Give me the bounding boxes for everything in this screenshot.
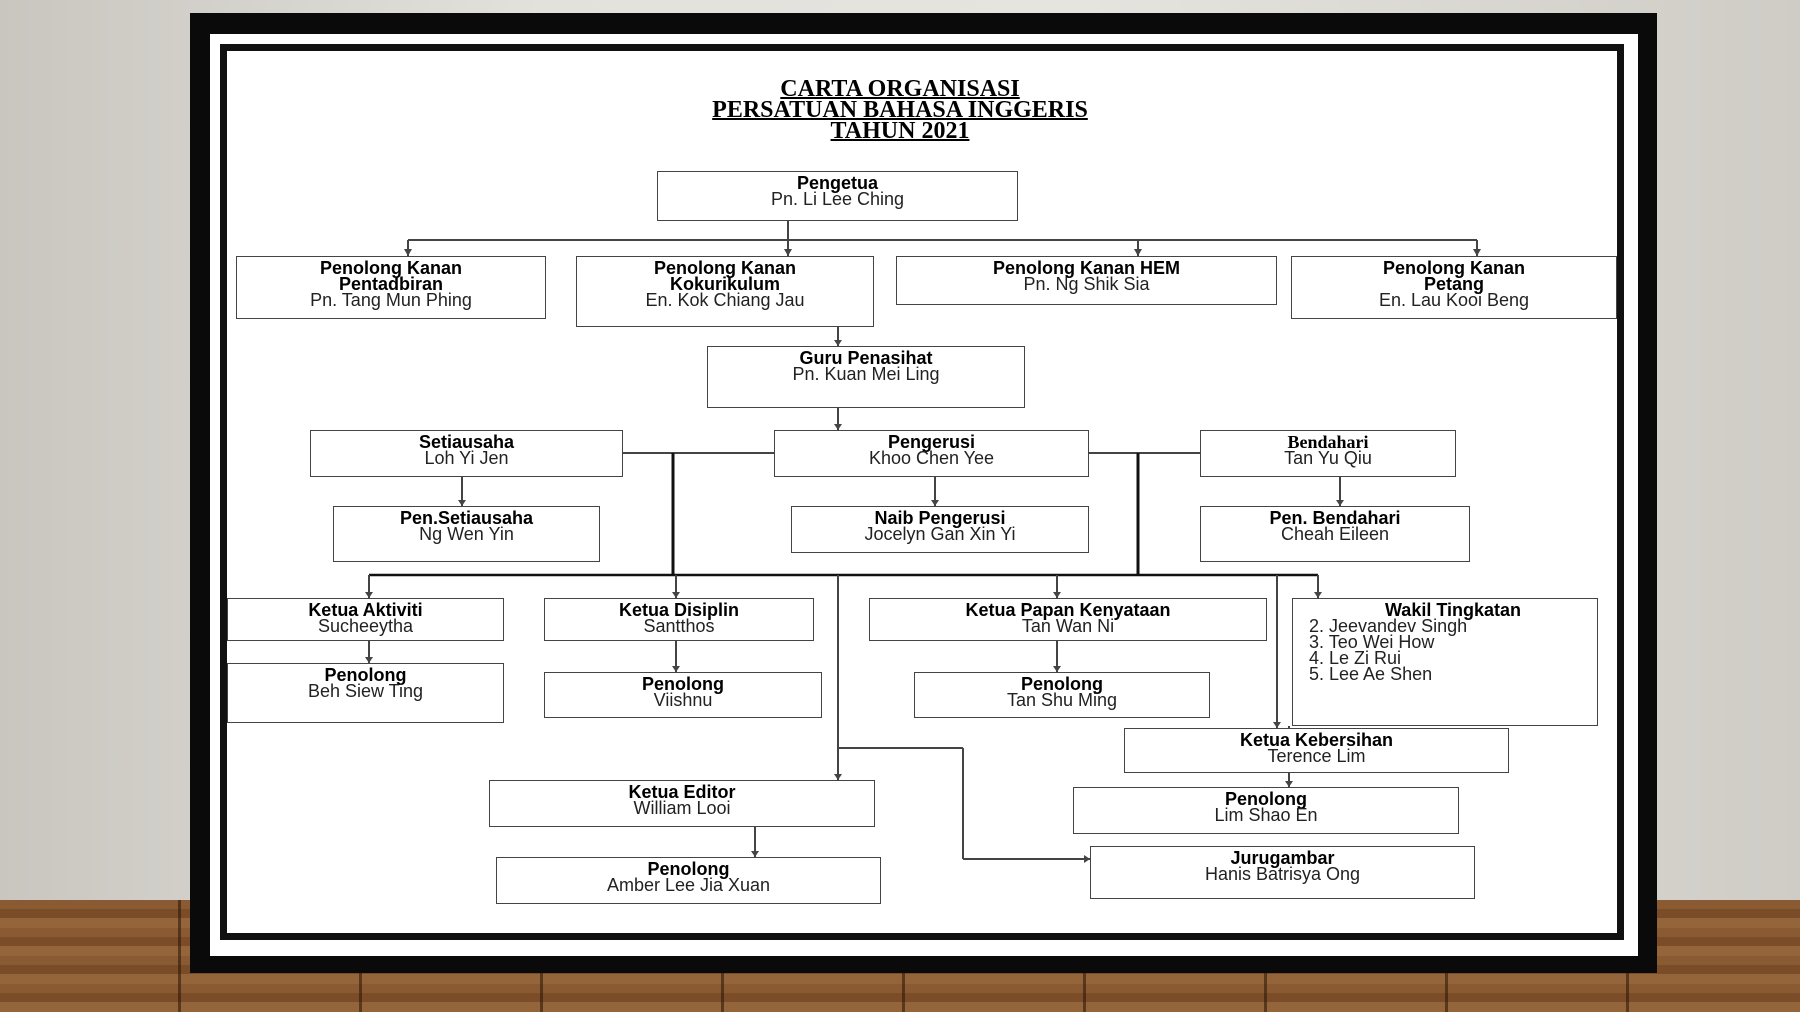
person-name: Pn. Kuan Mei Ling <box>792 364 940 384</box>
person-name: Jocelyn Gan Xin Yi <box>864 524 1016 544</box>
person-name: Khoo Chen Yee <box>868 448 995 468</box>
role-label: Jurugambar <box>1230 848 1335 868</box>
node-pk-petang: Penolong Kanan Petang En. Lau Kooi Beng <box>1291 256 1617 319</box>
member-item: 3. Teo Wei How <box>1309 632 1435 652</box>
person-name: Pn. Tang Mun Phing <box>310 290 472 310</box>
title-line-3: TAHUN 2021 <box>830 118 970 144</box>
node-ketua-aktiviti: Ketua Aktiviti Sucheeytha <box>227 598 504 641</box>
node-pk-kokurikulum: Penolong Kanan Kokurikulum En. Kok Chian… <box>576 256 874 327</box>
node-wakil-tingkatan: Wakil Tingkatan 2. Jeevandev Singh 3. Te… <box>1292 598 1598 726</box>
node-jurugambar: Jurugambar Hanis Batrisya Ong <box>1090 846 1475 899</box>
role-label: Pengetua <box>796 173 879 193</box>
role-label: Penolong Kanan <box>653 258 796 278</box>
role-label: Penolong Kanan <box>319 258 462 278</box>
node-penolong-editor: Penolong Amber Lee Jia Xuan <box>496 857 881 904</box>
role-label: Pengerusi <box>887 432 976 452</box>
person-name: Tan Wan Ni <box>1021 616 1115 636</box>
role-label: Penolong Kanan <box>1382 258 1525 278</box>
person-name: Ng Wen Yin <box>419 524 514 544</box>
role-label: Naib Pengerusi <box>874 508 1006 528</box>
title-line-2: PERSATUAN BAHASA INGGERIS <box>712 97 1088 123</box>
person-name: Beh Siew Ting <box>307 681 424 701</box>
node-pengerusi: Pengerusi Khoo Chen Yee <box>774 430 1089 477</box>
role-label: Ketua Aktiviti <box>308 600 423 620</box>
member-item: 5. Lee Ae Shen <box>1309 664 1433 684</box>
frame-inner-border <box>220 44 1624 940</box>
person-name: Sucheeytha <box>317 616 414 636</box>
person-name: Cheah Eileen <box>1280 524 1390 544</box>
role-label: Penolong Kanan HEM <box>992 258 1180 278</box>
role-label: Penolong <box>1021 674 1103 694</box>
role-label: Pen.Setiausaha <box>399 508 534 528</box>
person-name: Viishnu <box>653 690 713 710</box>
member-item: 2. Jeevandev Singh <box>1309 616 1468 636</box>
role-label: Pen. Bendahari <box>1269 508 1401 528</box>
role-label: Penolong <box>647 859 730 879</box>
node-pk-pentadbiran: Penolong Kanan Pentadbiran Pn. Tang Mun … <box>236 256 546 319</box>
node-ketua-kebersihan: Ketua Kebersihan Terence Lim <box>1124 728 1509 773</box>
person-name: Loh Yi Jen <box>424 448 509 468</box>
role-label: Kokurikulum <box>669 274 780 294</box>
node-pen-setiausaha: Pen.Setiausaha Ng Wen Yin <box>333 506 600 562</box>
person-name: En. Kok Chiang Jau <box>645 290 805 310</box>
role-label: Setiausaha <box>418 432 515 452</box>
person-name: Tan Shu Ming <box>1006 690 1118 710</box>
person-name: Santthos <box>643 616 715 636</box>
role-label: Ketua Disiplin <box>618 600 739 620</box>
node-penolong-kebersihan: Penolong Lim Shao En <box>1073 787 1459 834</box>
node-pk-hem: Penolong Kanan HEM Pn. Ng Shik Sia <box>896 256 1277 305</box>
role-label: Penolong <box>324 665 407 685</box>
role-label: Guru Penasihat <box>799 348 933 368</box>
person-name: Tan Yu Qiu <box>1284 448 1372 468</box>
chart-title: CARTA ORGANISASI PERSATUAN BAHASA INGGER… <box>0 76 1800 144</box>
node-penolong-disiplin: Penolong Viishnu <box>544 672 822 718</box>
node-naib-pengerusi: Naib Pengerusi Jocelyn Gan Xin Yi <box>791 506 1089 553</box>
member-item: 4. Le Zi Rui <box>1309 648 1402 668</box>
role-label: Ketua Kebersihan <box>1239 730 1394 750</box>
role-label: Bendahari <box>1287 432 1369 452</box>
person-name: En. Lau Kooi Beng <box>1378 290 1530 310</box>
role-label: Penolong <box>1225 789 1307 809</box>
person-name: Hanis Batrisya Ong <box>1204 864 1361 884</box>
role-label: Pentadbiran <box>338 274 444 294</box>
role-label: Penolong <box>642 674 724 694</box>
person-name: Pn. Li Lee Ching <box>770 189 905 209</box>
node-penolong-aktiviti: Penolong Beh Siew Ting <box>227 663 504 723</box>
node-pen-bendahari: Pen. Bendahari Cheah Eileen <box>1200 506 1470 562</box>
node-ketua-disiplin: Ketua Disiplin Santthos <box>544 598 814 641</box>
person-name: William Looi <box>633 798 731 818</box>
node-penolong-papan: Penolong Tan Shu Ming <box>914 672 1210 718</box>
node-ketua-papan: Ketua Papan Kenyataan Tan Wan Ni <box>869 598 1267 641</box>
role-label: Wakil Tingkatan <box>1384 600 1522 620</box>
node-guru-penasihat: Guru Penasihat Pn. Kuan Mei Ling <box>707 346 1025 408</box>
title-line-1: CARTA ORGANISASI <box>780 76 1020 102</box>
role-label: Ketua Papan Kenyataan <box>965 600 1171 620</box>
node-ketua-editor: Ketua Editor William Looi <box>489 780 875 827</box>
node-pengetua: Pengetua Pn. Li Lee Ching <box>657 171 1018 221</box>
node-bendahari: Bendahari Tan Yu Qiu <box>1200 430 1456 477</box>
node-setiausaha: Setiausaha Loh Yi Jen <box>310 430 623 477</box>
person-name: Lim Shao En <box>1214 805 1318 825</box>
role-label: Ketua Editor <box>628 782 736 802</box>
person-name: Terence Lim <box>1267 746 1366 766</box>
person-name: Pn. Ng Shik Sia <box>1023 274 1150 294</box>
person-name: Amber Lee Jia Xuan <box>606 875 771 895</box>
role-label: Petang <box>1423 274 1484 294</box>
